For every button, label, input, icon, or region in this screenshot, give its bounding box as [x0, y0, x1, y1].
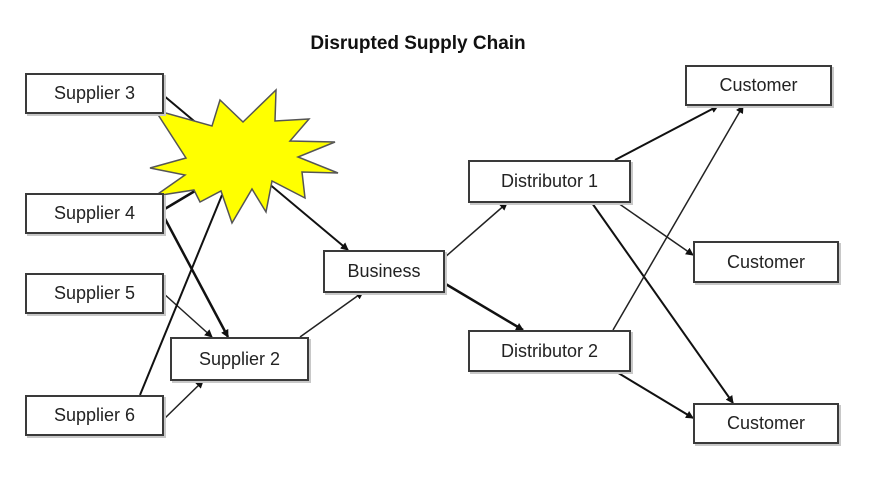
node-customer-bottom[interactable]: Customer — [693, 403, 839, 444]
node-distributor-1[interactable]: Distributor 1 — [468, 160, 631, 203]
node-customer-mid[interactable]: Customer — [693, 241, 839, 283]
explosion-starburst-icon — [149, 88, 339, 225]
edge-supplier6-business — [139, 194, 223, 396]
edge-supplier6-supplier2 — [162, 380, 204, 421]
node-supplier-2[interactable]: Supplier 2 — [170, 337, 309, 381]
edge-distributor2-customer-top — [612, 105, 744, 331]
node-supplier-4[interactable]: Supplier 4 — [25, 193, 164, 234]
edge-distributor2-customer-bottom — [614, 370, 694, 419]
edge-supplier4-supplier2 — [161, 214, 230, 338]
edge-distributor1-customer-mid — [617, 202, 694, 256]
node-customer-top[interactable]: Customer — [685, 65, 832, 106]
node-business[interactable]: Business — [323, 250, 445, 293]
edge-distributor1-customer-bottom — [591, 202, 734, 404]
edge-business-distributor1 — [443, 202, 508, 259]
edge-distributor1-customer-top — [614, 105, 719, 161]
edge-business-distributor2 — [443, 281, 524, 332]
node-supplier-3[interactable]: Supplier 3 — [25, 73, 164, 114]
node-distributor-2[interactable]: Distributor 2 — [468, 330, 631, 372]
edge-supplier2-business — [299, 291, 364, 338]
edge-supplier5-supplier2 — [162, 292, 213, 338]
node-supplier-6[interactable]: Supplier 6 — [25, 395, 164, 436]
node-supplier-5[interactable]: Supplier 5 — [25, 273, 164, 314]
diagram-title: Disrupted Supply Chain — [310, 33, 526, 54]
